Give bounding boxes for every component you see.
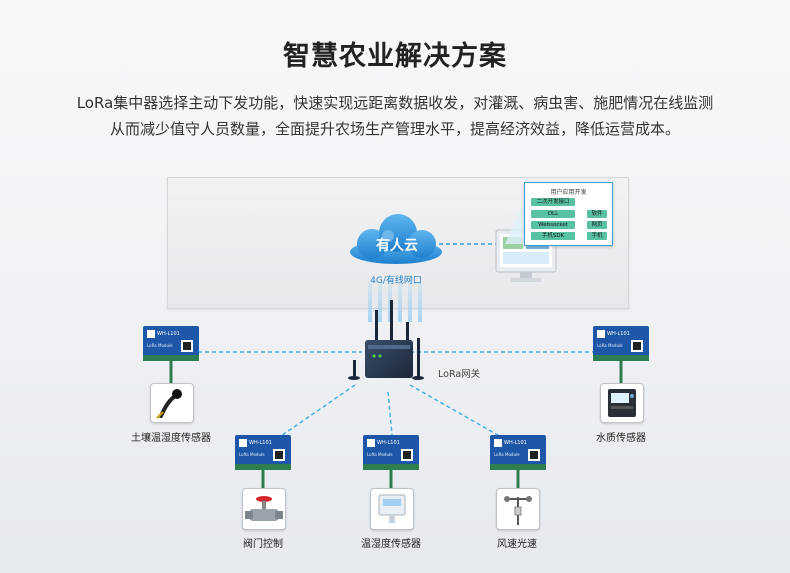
cloud-label: 有人云 [376, 238, 418, 254]
dev-item-dll: DLL [531, 210, 575, 218]
temp-humidity-sensor-icon [378, 494, 406, 523]
wind-sensor-box [496, 488, 540, 530]
lora-module-wind [490, 435, 546, 470]
module-subtitle-wind: LoRa Module [494, 452, 520, 457]
gateway-to-valve-line [277, 384, 356, 439]
water-sensor-label: 水质传感器 [596, 433, 646, 444]
dev-item-software: 软件 [587, 210, 607, 218]
dev-item-web: 网页 [587, 221, 607, 229]
temp-sensor-box [370, 488, 414, 530]
wind-light-label: 风速光速 [497, 539, 537, 550]
module-model-temp: WH-L101 [377, 440, 400, 446]
page-title: 智慧农业解决方案 [283, 41, 507, 72]
lora-module-soil [143, 326, 199, 361]
water-sensor-box [600, 383, 644, 423]
module-subtitle-temp: LoRa Module [367, 452, 393, 457]
module-model-soil: WH-L101 [157, 331, 180, 337]
network-link-label: 4G/有线网口 [370, 276, 422, 286]
module-subtitle-valve: LoRa Module [239, 452, 265, 457]
module-subtitle-soil: LoRa Module [147, 343, 173, 348]
panel-connector [505, 200, 525, 244]
dev-item-sdk: 手机SDK [531, 232, 575, 240]
lora-module-temp [363, 435, 419, 470]
soil-probe-icon [156, 389, 182, 419]
soil-sensor-label: 土壤温湿度传感器 [131, 433, 211, 444]
module-model-water: WH-L101 [607, 331, 630, 337]
dev-item-mobile: 手机 [587, 232, 607, 240]
soil-sensor-box [150, 383, 194, 423]
description-line-2: 从而减少值守人员数量，全面提升农场生产管理水平，提高经济效益，降低运营成本。 [109, 120, 680, 138]
valve-sensor-box [242, 488, 286, 530]
valve-control-label: 阀门控制 [243, 539, 283, 550]
lora-module-water [593, 326, 649, 361]
cloud-icon [350, 214, 442, 264]
description-line-1: LoRa集中器选择主动下发功能，快速实现远距离数据收发，对灌溉、病虫害、施肥情况… [76, 94, 714, 112]
gateway-to-wind-line [409, 384, 504, 439]
module-model-wind: WH-L101 [504, 440, 527, 446]
water-quality-meter-icon [608, 389, 636, 417]
lora-module-valve [235, 435, 291, 470]
dev-item-api: 二次开发接口 [531, 198, 575, 206]
valve-icon [245, 496, 283, 521]
gateway-to-temp-line [387, 391, 393, 436]
lora-gateway-icon [348, 300, 424, 380]
gateway-label: LoRa网关 [438, 369, 481, 380]
link-lines [198, 243, 595, 439]
user-dev-panel: 用户应用开发 二次开发接口 DLL Websocket 手机SDK 软件 网页 … [524, 182, 613, 246]
module-subtitle-water: LoRa Module [597, 343, 623, 348]
anemometer-icon [504, 496, 532, 525]
temp-humidity-label: 温湿度传感器 [361, 539, 421, 550]
dev-item-websocket: Websocket [531, 221, 575, 229]
module-model-valve: WH-L101 [249, 440, 272, 446]
dev-panel-title: 用户应用开发 [550, 189, 587, 196]
